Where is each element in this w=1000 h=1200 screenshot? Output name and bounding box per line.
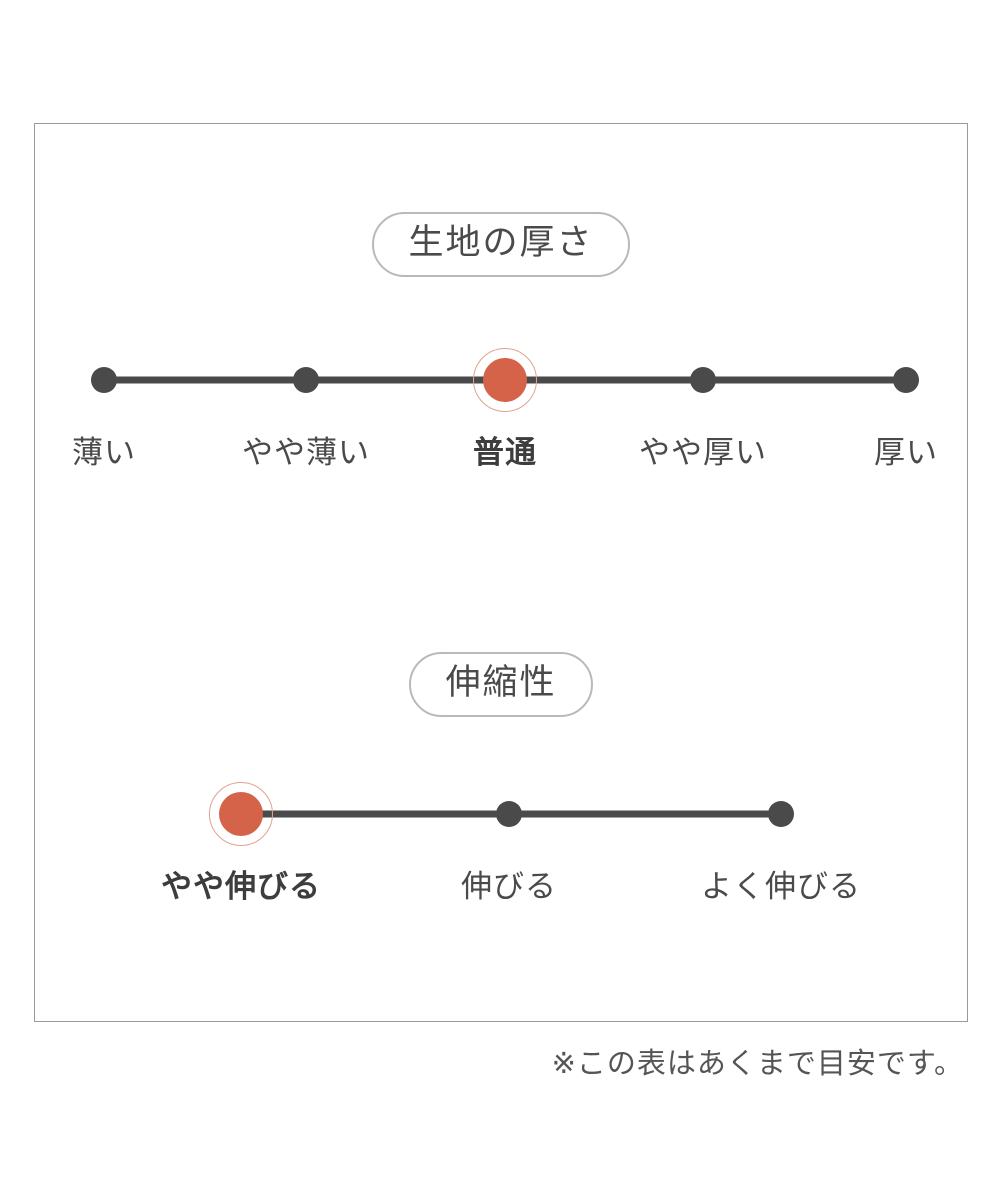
selection-ring xyxy=(209,782,273,846)
disclaimer-note: ※この表はあくまで目安です。 xyxy=(551,1048,964,1080)
stretch-node-2-label: 伸びる xyxy=(461,869,557,904)
stretch-scale: やや伸びる 伸びる よく伸びる xyxy=(35,782,969,944)
stretch-node-1-label: やや伸びる xyxy=(161,869,321,904)
selection-ring xyxy=(473,348,537,412)
scale-dot xyxy=(690,367,716,393)
thickness-node-1-label: 薄い xyxy=(72,435,136,470)
thickness-scale: 薄い やや薄い 普通 やや厚い 厚い xyxy=(35,348,969,510)
thickness-node-2-label: やや薄い xyxy=(242,435,370,470)
section-thickness-badge: 生地の厚さ xyxy=(372,212,630,278)
scale-dot xyxy=(768,801,794,827)
scale-dot-selected xyxy=(483,358,527,402)
section-thickness-badge-wrap: 生地の厚さ xyxy=(35,212,967,278)
thickness-node-5-label: 厚い xyxy=(874,435,938,470)
thickness-node-3-label: 普通 xyxy=(473,435,537,470)
scale-dot-selected xyxy=(219,792,263,836)
scale-dot xyxy=(893,367,919,393)
spec-panel: 生地の厚さ 薄い やや薄い 普通 やや厚い xyxy=(34,123,968,1022)
thickness-node-4-label: やや厚い xyxy=(639,435,767,470)
scale-dot xyxy=(91,367,117,393)
stretch-node-3-label: よく伸びる xyxy=(701,869,861,904)
scale-dot xyxy=(496,801,522,827)
section-stretch-badge: 伸縮性 xyxy=(409,652,593,718)
scale-dot xyxy=(293,367,319,393)
section-stretch-badge-wrap: 伸縮性 xyxy=(35,652,967,718)
